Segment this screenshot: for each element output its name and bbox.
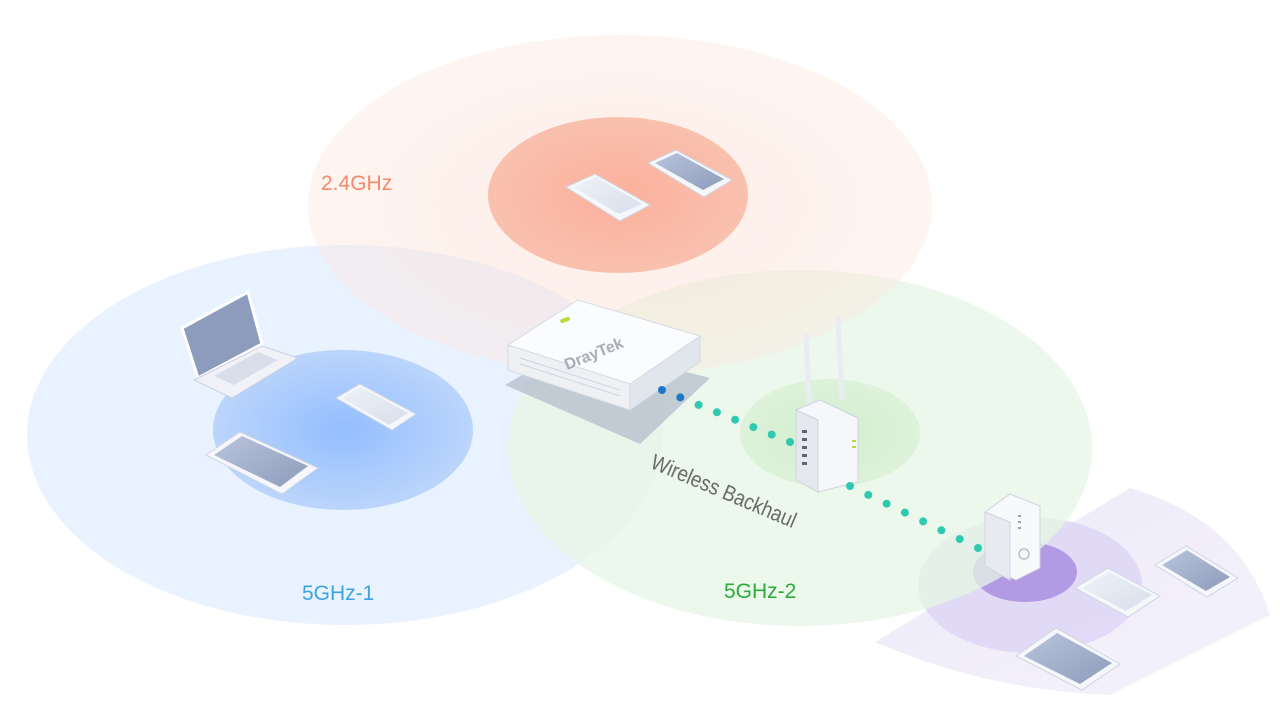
backhaul-dot [749,423,758,432]
backhaul-dot [676,393,685,402]
smartphone-icon [335,383,417,431]
backhaul-dot [937,526,946,535]
smartphone-icon [646,149,734,198]
backhaul-dot [882,499,891,508]
backhaul-dot [658,386,666,394]
laptop-icon [180,289,300,399]
access-point-icon [795,315,859,493]
smartphone-icon [1154,545,1239,598]
backhaul-dot [974,544,982,552]
smartphone-icon [564,173,652,222]
band-label-5ghz-2: 5GHz-2 [724,580,797,603]
backhaul-dot [694,400,703,409]
tablet-icon [205,431,319,495]
backhaul-dot [712,408,721,417]
backhaul-dot [919,517,928,526]
main-router-icon [505,299,710,444]
backhaul-dot [767,430,776,439]
band-label-5ghz-1: 5GHz-1 [302,582,375,605]
wireless-backhaul-link [658,386,982,552]
backhaul-dot [900,508,909,517]
smartphone-icon [1073,567,1161,618]
tablet-icon [1015,627,1121,691]
backhaul-dot [864,490,873,499]
mesh-extender-icon [984,493,1041,581]
backhaul-dot [846,482,854,490]
backhaul-dot [786,438,794,446]
backhaul-dot [731,415,740,424]
backhaul-dot [955,535,964,544]
band-label-24ghz: 2.4GHz [321,172,393,195]
